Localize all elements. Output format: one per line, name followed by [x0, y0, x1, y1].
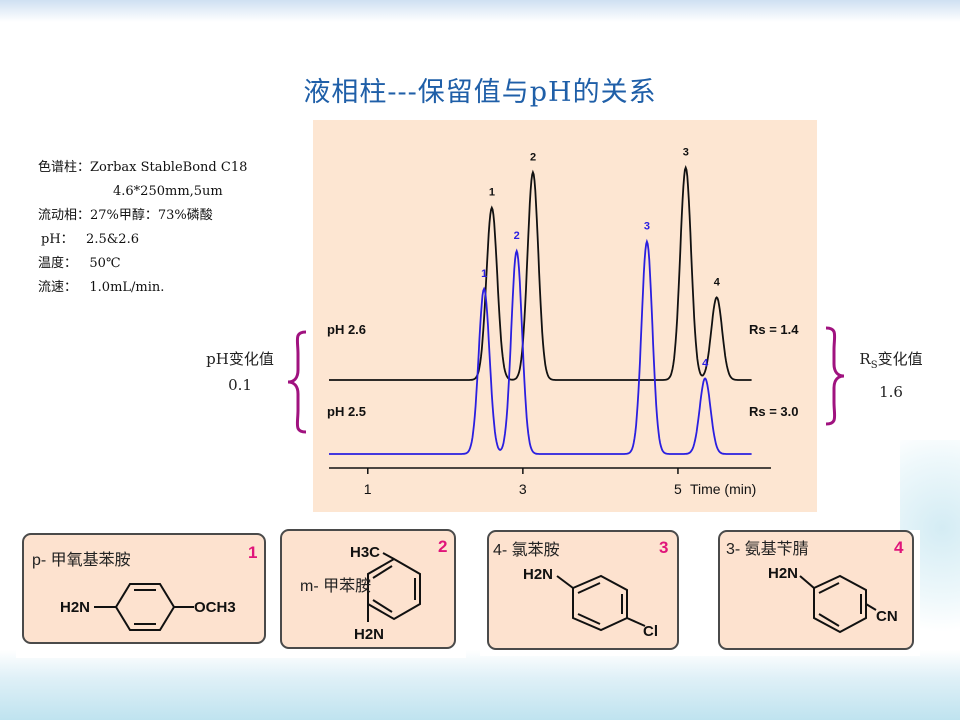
rs-label-1: Rs = 1.4: [749, 322, 799, 337]
rs-change-note: RS变化值 1.6: [848, 346, 934, 405]
rs-change-label: RS变化值: [859, 350, 923, 371]
ph-change-value: 0.1: [228, 376, 252, 394]
peak-label-s1-2: 2: [530, 151, 536, 163]
x-tick-label-1: 1: [364, 481, 372, 497]
peak-label-s1-4: 4: [714, 276, 721, 288]
chart-background: [313, 120, 817, 512]
peak-label-s2-2: 2: [514, 230, 520, 242]
top-decor-band: [0, 0, 960, 22]
compound-3-name: 4- 氯苯胺: [493, 541, 560, 559]
slide-title: 液相柱---保留值与pH的关系: [303, 77, 657, 108]
compound-2-number: 2: [438, 537, 447, 556]
compound-1-left-group: H2N: [60, 599, 90, 616]
compound-panel-2: 2 H3C m- 甲苯胺 H2N: [280, 529, 456, 649]
right-brace: [825, 326, 845, 426]
peak-label-s1-3: 3: [683, 147, 689, 159]
rs-label-2: Rs = 3.0: [749, 404, 799, 419]
compound-4-number: 4: [894, 538, 904, 557]
series-label-1: pH 2.6: [327, 322, 366, 337]
condition-flow: 流速： 1.0mL/min.: [38, 280, 165, 295]
peak-label-s1-1: 1: [489, 187, 495, 199]
x-tick-label-5: 5: [674, 481, 682, 497]
peak-label-s2-3: 3: [644, 221, 650, 233]
compound-4-name: 3- 氨基苄腈: [726, 540, 809, 558]
compound-4-top-group: H2N: [768, 565, 798, 582]
series-line-1: [329, 164, 752, 381]
compound-3-right-group: Cl: [643, 623, 658, 640]
compound-2-bottom-group: H2N: [354, 626, 384, 643]
compound-1-number: 1: [248, 543, 257, 562]
compound-1-right-group: OCH3: [194, 599, 236, 616]
conditions-list: 色谱柱：Zorbax StableBond C18 4.6*250mm,5um …: [38, 156, 247, 300]
compound-3-number: 3: [659, 538, 668, 557]
series-line-2: [329, 238, 752, 455]
compound-panel-1: p- 甲氧基苯胺 1 H2N OCH3: [22, 533, 266, 644]
ph-change-label: pH变化值: [206, 350, 274, 368]
condition-mobile-phase: 流动相：27%甲醇：73%磷酸: [38, 208, 213, 223]
compound-panel-3: 4- 氯苯胺 3 H2N Cl: [487, 530, 679, 650]
compound-2-name: m- 甲苯胺: [300, 577, 371, 595]
bottom-decor-band: [0, 650, 960, 720]
condition-column-dims: 4.6*250mm,5um: [113, 184, 223, 199]
compound-3-top-group: H2N: [523, 566, 553, 583]
compound-2-top-group: H3C: [350, 544, 380, 561]
left-brace: [287, 330, 307, 434]
ph-change-note: pH变化值 0.1: [200, 346, 280, 398]
series-label-2: pH 2.5: [327, 404, 366, 419]
rs-change-value: 1.6: [879, 383, 903, 401]
x-axis-label: Time (min): [690, 481, 756, 497]
compound-1-name: p- 甲氧基苯胺: [32, 551, 131, 569]
compound-4-right-group: CN: [876, 608, 898, 625]
condition-temperature: 温度： 50℃: [38, 256, 121, 271]
peak-label-s2-1: 1: [481, 268, 487, 280]
condition-column: 色谱柱：Zorbax StableBond C18: [38, 160, 248, 175]
condition-ph: pH： 2.5&2.6: [41, 232, 139, 247]
x-tick-label-3: 3: [519, 481, 527, 497]
compound-panel-4: 3- 氨基苄腈 4 H2N CN: [718, 530, 914, 650]
peak-label-s2-4: 4: [702, 357, 709, 369]
